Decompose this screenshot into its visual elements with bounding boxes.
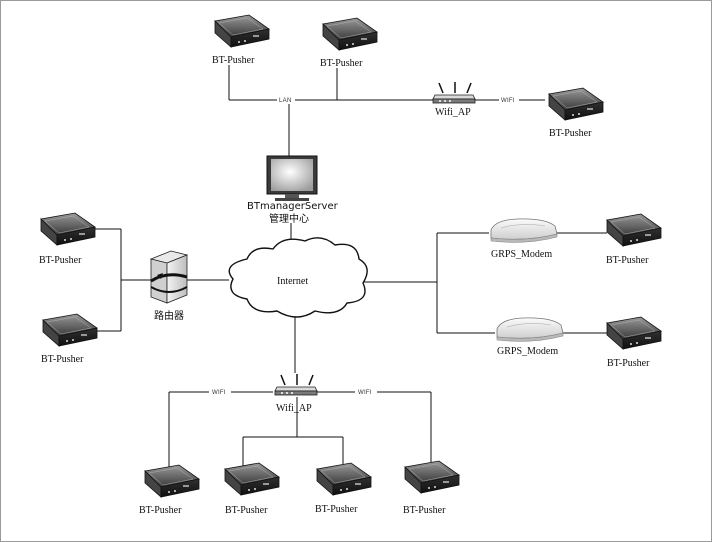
- link-label-wifi-bottom-right: WIFI: [355, 388, 377, 396]
- bt-pusher-label: BT-Pusher: [139, 505, 182, 516]
- bt-pusher-icon: [144, 464, 200, 498]
- bt-pusher-label: BT-Pusher: [549, 128, 592, 139]
- svg-text:WIFI: WIFI: [358, 390, 372, 396]
- cloud-shape: [228, 237, 368, 318]
- bt-pusher-icon: [606, 213, 662, 247]
- bt-pusher-label: BT-Pusher: [41, 354, 84, 365]
- server-monitor-icon: [266, 155, 318, 201]
- bt-pusher-right-bottom: BT-Pusher: [606, 316, 662, 369]
- bt-pusher-label: BT-Pusher: [606, 255, 649, 266]
- bt-pusher-bottom-2: BT-Pusher: [224, 462, 280, 516]
- server-label: BTmanagerServer: [247, 201, 339, 212]
- modem-top-label: GRPS_Modem: [491, 249, 552, 260]
- bt-pusher-icon: [224, 462, 280, 496]
- internet-label: Internet: [277, 276, 308, 287]
- bt-pusher-icon: [606, 316, 662, 350]
- bt-pusher-bottom-3: BT-Pusher: [315, 462, 372, 515]
- bt-pusher-top-mid: BT-Pusher: [320, 17, 378, 69]
- bt-pusher-label: BT-Pusher: [39, 255, 82, 266]
- bt-pusher-label: BT-Pusher: [607, 358, 650, 369]
- router-icon: [149, 250, 189, 304]
- bt-pusher-bottom-4: BT-Pusher: [403, 460, 460, 516]
- modem-bottom-icon: [496, 317, 564, 342]
- modem-top-icon: [490, 218, 558, 243]
- bt-pusher-right-top: BT-Pusher: [606, 213, 662, 266]
- bt-pusher-icon: [316, 462, 372, 496]
- wifi-ap-top-label: Wifi_AP: [435, 107, 471, 118]
- bt-pusher-label: BT-Pusher: [315, 504, 358, 515]
- bt-pusher-icon: [214, 14, 270, 48]
- bt-pusher-top-right: BT-Pusher: [548, 87, 604, 139]
- bt-pusher-label: BT-Pusher: [225, 505, 268, 516]
- wifi-ap-top-icon: [432, 81, 476, 104]
- bt-pusher-bottom-1: BT-Pusher: [139, 464, 200, 516]
- svg-text:WIFI: WIFI: [212, 390, 226, 396]
- wifi-ap-bottom-label: Wifi_AP: [276, 403, 312, 414]
- modem-bottom-label: GRPS_Modem: [497, 346, 558, 357]
- bt-pusher-label: BT-Pusher: [320, 58, 363, 69]
- lan-text: LAN: [279, 98, 292, 104]
- link-label-wifi-bottom-left: WIFI: [209, 388, 231, 396]
- bt-pusher-icon: [404, 460, 460, 494]
- bt-pusher-label: BT-Pusher: [403, 505, 446, 516]
- bt-pusher-icon: [40, 212, 96, 246]
- bt-pusher-left-bottom: BT-Pusher: [41, 313, 98, 365]
- link-label-wifi-top: WIFI: [499, 96, 519, 104]
- server-caption: 管理中心: [269, 212, 309, 225]
- wifi-ap-bottom-icon: [274, 373, 318, 396]
- internet-cloud: Internet: [228, 237, 368, 318]
- connection-lines: [81, 65, 607, 473]
- link-label-lan: LAN: [277, 96, 295, 104]
- bt-pusher-top-left: BT-Pusher: [212, 14, 270, 66]
- bt-pusher-icon: [322, 17, 378, 51]
- bt-pusher-label: BT-Pusher: [212, 55, 255, 66]
- bt-pusher-icon: [42, 313, 98, 347]
- router-label: 路由器: [154, 309, 184, 322]
- bt-pusher-left-top: BT-Pusher: [39, 212, 96, 266]
- bt-pusher-icon: [548, 87, 604, 121]
- svg-text:WIFI: WIFI: [501, 98, 515, 104]
